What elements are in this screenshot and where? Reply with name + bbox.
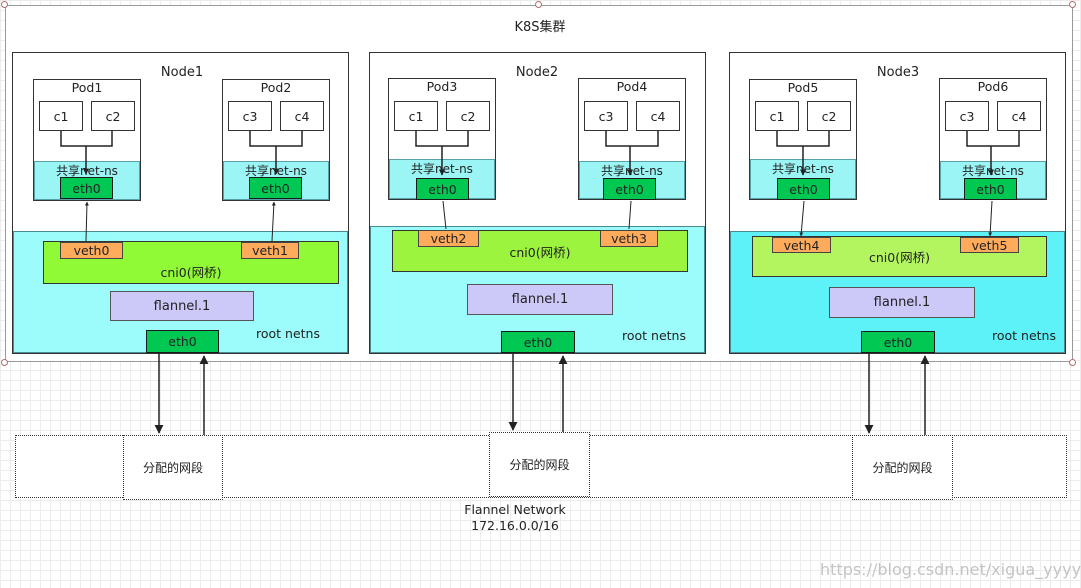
root-netns-label: root netns (992, 328, 1056, 343)
pod-eth0: eth0 (249, 177, 302, 199)
pod-3-label: Pod3 (426, 79, 458, 94)
veth-link (442, 200, 447, 230)
root-netns-label: root netns (256, 326, 320, 341)
container-c3: c3 (945, 101, 989, 131)
container-link (249, 131, 303, 174)
container-c3: c3 (228, 101, 272, 131)
pod-eth0: eth0 (60, 177, 113, 199)
flannel-network-name: Flannel Network (464, 502, 566, 517)
resize-handle-top-left[interactable] (1, 1, 8, 8)
allocated-subnet: 分配的网段 (489, 432, 590, 497)
container-c2: c2 (91, 101, 135, 131)
flannel-interface: flannel.1 (467, 284, 613, 315)
cluster-title: K8S集群 (514, 20, 566, 35)
flannel-network-caption: Flannel Network 172.16.0.0/16 (400, 502, 630, 534)
veth-interface: veth4 (772, 237, 831, 253)
container-link (60, 131, 113, 174)
container-c1: c1 (39, 101, 83, 131)
veth-link (799, 200, 805, 237)
container-c2: c2 (446, 101, 490, 131)
pod-6-label: Pod6 (977, 79, 1009, 94)
flannel-interface: flannel.1 (829, 287, 975, 318)
veth-interface: veth3 (600, 230, 658, 247)
flannel-interface: flannel.1 (110, 291, 254, 321)
veth-link (84, 201, 89, 242)
pod-2-label: Pod2 (260, 80, 292, 95)
veth-interface: veth5 (960, 237, 1019, 253)
pod-5-label: Pod5 (787, 80, 819, 95)
node-eth0: eth0 (146, 330, 219, 353)
container-link (776, 131, 830, 175)
pod-4-label: Pod4 (616, 79, 648, 94)
root-netns-label: root netns (622, 328, 686, 343)
container-c4: c4 (997, 101, 1041, 131)
resize-handle-top-right[interactable] (1069, 1, 1076, 8)
pod-1-label: Pod1 (71, 80, 103, 95)
allocated-subnet: 分配的网段 (852, 435, 953, 500)
veth-link (271, 201, 276, 242)
allocated-subnet: 分配的网段 (123, 435, 223, 500)
container-link (966, 131, 1020, 175)
container-link (415, 131, 469, 175)
node-eth0: eth0 (861, 331, 935, 353)
resize-handle-top-center[interactable] (535, 1, 542, 8)
container-c1: c1 (394, 101, 438, 131)
container-c3: c3 (584, 101, 628, 131)
veth-link (988, 200, 993, 237)
flannel-network-cidr: 172.16.0.0/16 (471, 518, 559, 533)
pod-eth0: eth0 (777, 178, 830, 200)
watermark: https://blog.csdn.net/xigua_yyyyy (820, 560, 1081, 579)
pod-eth0: eth0 (416, 178, 469, 200)
container-c1: c1 (755, 101, 799, 131)
container-c4: c4 (636, 101, 680, 131)
node-2-title: Node2 (515, 65, 559, 80)
container-c4: c4 (280, 101, 324, 131)
node-1-title: Node1 (160, 65, 204, 80)
pod-eth0: eth0 (964, 178, 1017, 200)
veth-interface: veth1 (241, 242, 299, 259)
resize-handle-bottom-right[interactable] (1069, 359, 1076, 366)
container-c2: c2 (807, 101, 851, 131)
node-3-title: Node3 (876, 65, 920, 80)
resize-handle-bottom-left[interactable] (1, 359, 8, 366)
container-link (605, 131, 659, 175)
node-eth0: eth0 (501, 331, 575, 353)
veth-interface: veth2 (418, 230, 479, 247)
veth-interface: veth0 (60, 242, 123, 259)
veth-link (628, 200, 632, 230)
